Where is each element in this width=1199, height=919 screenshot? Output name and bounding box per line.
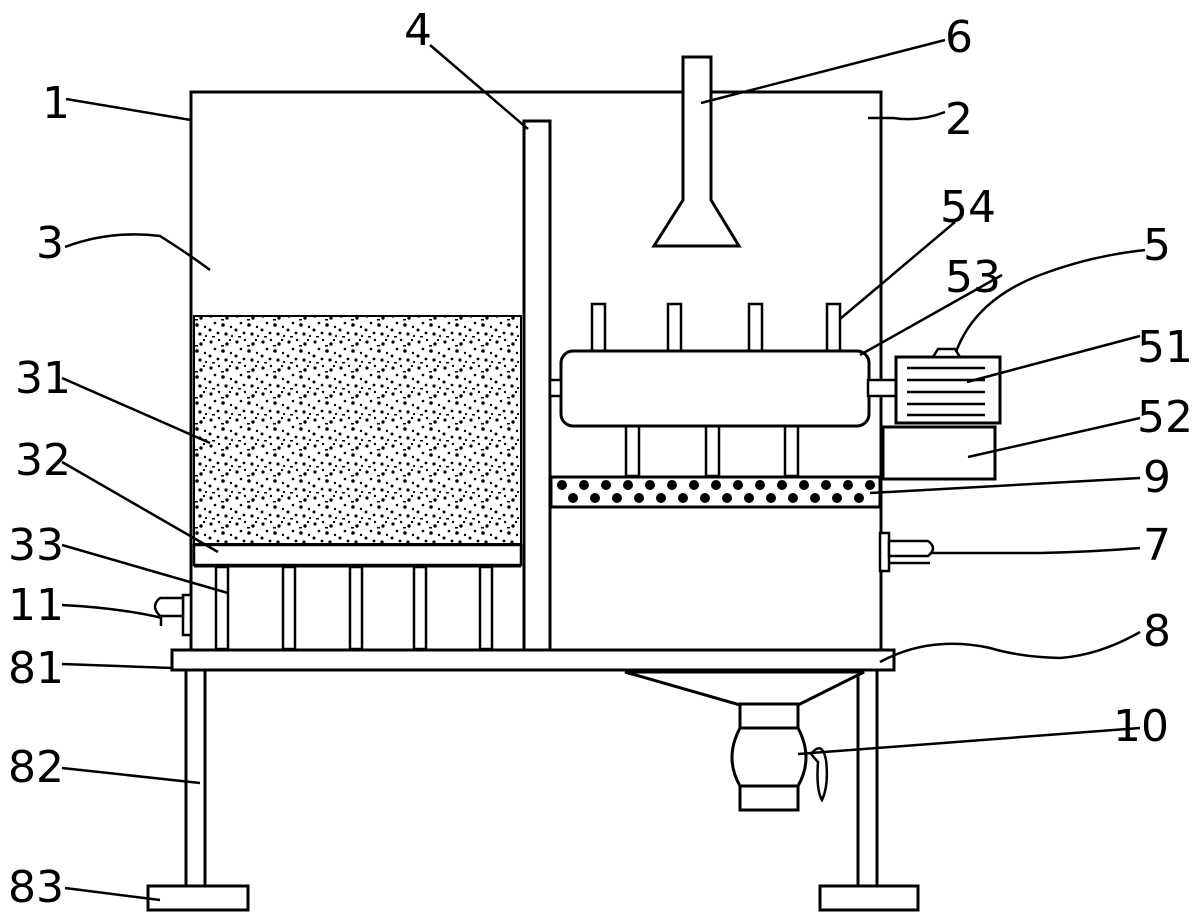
motor-base [881,425,997,481]
partition-plate [522,119,552,652]
label-6: 6 [945,12,973,63]
drive-shaft [866,378,900,398]
left-foot [146,884,250,912]
label-82: 82 [8,742,64,793]
left-bearing [548,378,563,398]
label-83: 83 [8,862,64,913]
exhaust-hood [651,55,742,248]
label-11: 11 [8,580,64,631]
label-53: 53 [945,252,1001,303]
support-plate [192,543,523,567]
discharge-valve [730,702,829,812]
filter-media-layer [193,315,522,545]
label-1: 1 [42,78,70,129]
label-31: 31 [15,353,71,404]
label-8: 8 [1143,606,1171,657]
label-52: 52 [1137,392,1193,443]
water-outlet [878,531,935,573]
filter-screen-balls [557,480,875,503]
right-leg [856,668,879,890]
label-51: 51 [1137,322,1193,373]
collecting-hopper [624,670,865,707]
label-81: 81 [8,643,64,694]
drain-valve [153,593,193,637]
label-32: 32 [15,435,71,486]
reference-numerals: 1 2 3 4 5 6 7 8 9 10 11 31 32 33 51 52 5… [8,5,1193,913]
label-54: 54 [940,182,996,233]
label-4: 4 [404,5,432,56]
label-33: 33 [8,520,64,571]
label-5: 5 [1143,220,1171,271]
label-10: 10 [1113,701,1169,752]
motor [894,347,1002,425]
label-9: 9 [1143,452,1171,503]
spray-nozzles-upper [590,302,842,354]
leader-lines [61,38,1146,902]
left-leg [184,668,207,890]
frame-top-plate [170,648,896,672]
right-foot [818,884,920,912]
label-3: 3 [36,218,64,269]
label-7: 7 [1143,520,1171,571]
spray-pipe [559,349,871,428]
label-2: 2 [945,94,973,145]
